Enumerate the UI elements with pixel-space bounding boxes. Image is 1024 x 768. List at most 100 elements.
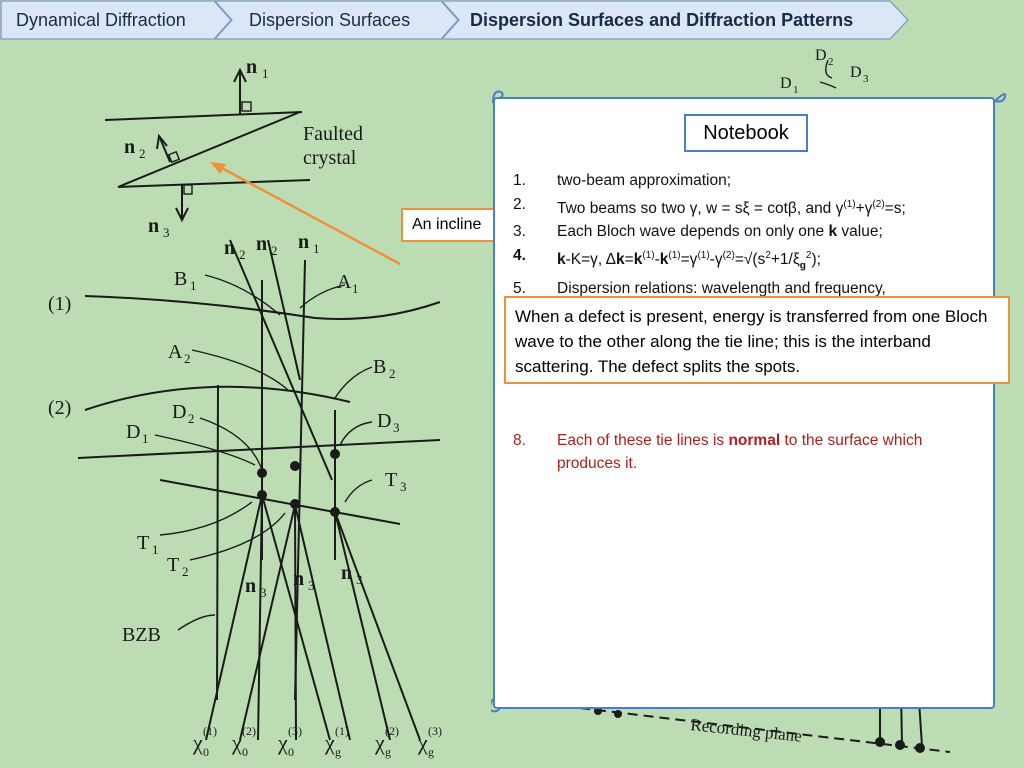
svg-text:(1): (1) [335, 724, 349, 738]
svg-text:g: g [428, 745, 434, 759]
svg-text:2: 2 [239, 247, 246, 262]
svg-text:1: 1 [190, 278, 197, 293]
svg-text:2: 2 [184, 351, 191, 366]
label-A2: A [168, 341, 183, 363]
notebook-body: Notebook 1.two-beam approximation; 2.Two… [493, 97, 995, 709]
label-chi-0-1: χ [192, 730, 203, 755]
brillouin-zone-boundary [216, 384, 219, 701]
breadcrumb-label: Dynamical Diffraction [16, 9, 186, 30]
callout-pointer [217, 164, 401, 266]
breadcrumb-label: Dispersion Surfaces [249, 9, 411, 30]
svg-text:1: 1 [152, 542, 159, 557]
label-bzb: BZB [122, 624, 161, 646]
svg-text:3: 3 [393, 420, 400, 435]
label-D3: D [377, 410, 391, 432]
svg-text:3: 3 [308, 578, 315, 593]
svg-text:3: 3 [400, 479, 407, 494]
svg-text:n: n [256, 233, 267, 255]
recording-plane-line [579, 707, 951, 753]
label-right-D3: D [850, 64, 862, 81]
svg-text:(1): (1) [203, 724, 217, 738]
label-right-D1: D [780, 75, 792, 92]
svg-text:n: n [293, 568, 304, 590]
label-A1: A [337, 271, 352, 293]
breadcrumb-item-dispersion-surfaces[interactable]: Dispersion Surfaces [214, 0, 459, 40]
label-right-D2: D [815, 47, 827, 64]
notebook-list: 1.two-beam approximation; 2.Two beams so… [513, 169, 983, 476]
tie-line-lower [159, 479, 401, 525]
breadcrumb-label: Dispersion Surfaces and Diffraction Patt… [470, 9, 854, 30]
svg-text:3: 3 [260, 585, 267, 600]
breadcrumb-item-current[interactable]: Dispersion Surfaces and Diffraction Patt… [441, 0, 909, 40]
label-chi-g-1: χ [324, 730, 335, 755]
svg-text:2: 2 [139, 146, 146, 161]
svg-text:2: 2 [271, 243, 278, 258]
tie-points [257, 449, 925, 753]
list-item: 1.two-beam approximation; [513, 172, 732, 189]
label-chi-0-2: χ [231, 730, 242, 755]
svg-text:(2): (2) [385, 724, 399, 738]
svg-text:0: 0 [203, 745, 209, 759]
svg-text:0: 0 [288, 745, 294, 759]
label-recording-plane: Recording plane [690, 715, 803, 746]
callout-inclined: An incline [401, 208, 497, 242]
breadcrumb-chevron-shape [441, 0, 909, 40]
label-faulted: Faulted [303, 123, 363, 145]
label-T2: T [167, 554, 179, 576]
callout-defect-text: When a defect is present, energy is tran… [515, 307, 988, 376]
label-crystal: crystal [303, 147, 357, 169]
label-n1: n [246, 56, 257, 78]
svg-text:2: 2 [188, 411, 195, 426]
svg-text:n: n [224, 237, 235, 259]
breadcrumb-chevron-shape [0, 0, 232, 40]
callout-inclined-text: An incline [412, 216, 482, 233]
label-chi-g-3: χ [417, 730, 428, 755]
svg-text:g: g [335, 745, 341, 759]
list-item: 2.Two beams so two γ, w = sξ = cotβ, and… [513, 195, 906, 217]
crystal-bottom-surface [117, 179, 311, 188]
svg-text:(3): (3) [288, 724, 302, 738]
svg-text:1: 1 [142, 431, 149, 446]
tie-line-upper [77, 439, 441, 459]
label-T1: T [137, 532, 149, 554]
breadcrumb-item-dynamical-diffraction[interactable]: Dynamical Diffraction [0, 0, 232, 40]
label-chi-g-2: χ [374, 730, 385, 755]
label-chi-0-3: χ [277, 730, 288, 755]
label-branch-1: (1) [48, 293, 71, 315]
svg-text:0: 0 [242, 745, 248, 759]
list-item: 5.Dispersion relations: wavelength and f… [513, 280, 886, 298]
dispersion-branch-1 [84, 295, 441, 320]
svg-text:2: 2 [182, 564, 189, 579]
label-B1: B [174, 268, 187, 290]
crystal-top-surface [104, 111, 303, 121]
normal-n2-arrow [159, 137, 171, 163]
svg-text:(3): (3) [428, 724, 442, 738]
list-item: 3.Each Bloch wave depends on only one k … [513, 223, 883, 241]
fault-plane [117, 111, 301, 188]
svg-text:(2): (2) [242, 724, 256, 738]
label-B2: B [373, 356, 386, 378]
notebook-panel: Notebook 1.two-beam approximation; 2.Two… [491, 87, 1007, 715]
svg-text:2: 2 [389, 366, 396, 381]
callout-defect: When a defect is present, energy is tran… [504, 296, 1010, 384]
svg-text:1: 1 [313, 241, 320, 256]
label-n3: n [148, 215, 159, 237]
svg-text:g: g [385, 745, 391, 759]
label-branch-2: (2) [48, 397, 71, 419]
label-D1: D [126, 421, 140, 443]
svg-text:3: 3 [863, 73, 869, 85]
breadcrumb: Dynamical Diffraction Dispersion Surface… [0, 0, 910, 40]
dispersion-surface-diagram: Faulted crystal n 1 n 2 n 3 n 2 n 2 n 1 … [48, 47, 951, 759]
svg-text:1: 1 [262, 66, 269, 81]
list-item: 8.Each of these tie lines is normal to t… [513, 431, 923, 473]
svg-text:n: n [245, 575, 256, 597]
svg-text:2: 2 [828, 56, 834, 68]
svg-text:3: 3 [163, 225, 170, 240]
label-n2: n [124, 136, 135, 158]
list-item: 4.k-K=γ, Δk=k(1)-k(1)=γ(1)-γ(2)=√(s2+1/ξ… [513, 246, 821, 271]
svg-text:3: 3 [356, 572, 363, 587]
svg-text:1: 1 [352, 281, 359, 296]
dispersion-branch-2 [84, 385, 351, 411]
svg-text:1: 1 [793, 84, 799, 96]
notebook-title: Notebook [684, 114, 808, 152]
